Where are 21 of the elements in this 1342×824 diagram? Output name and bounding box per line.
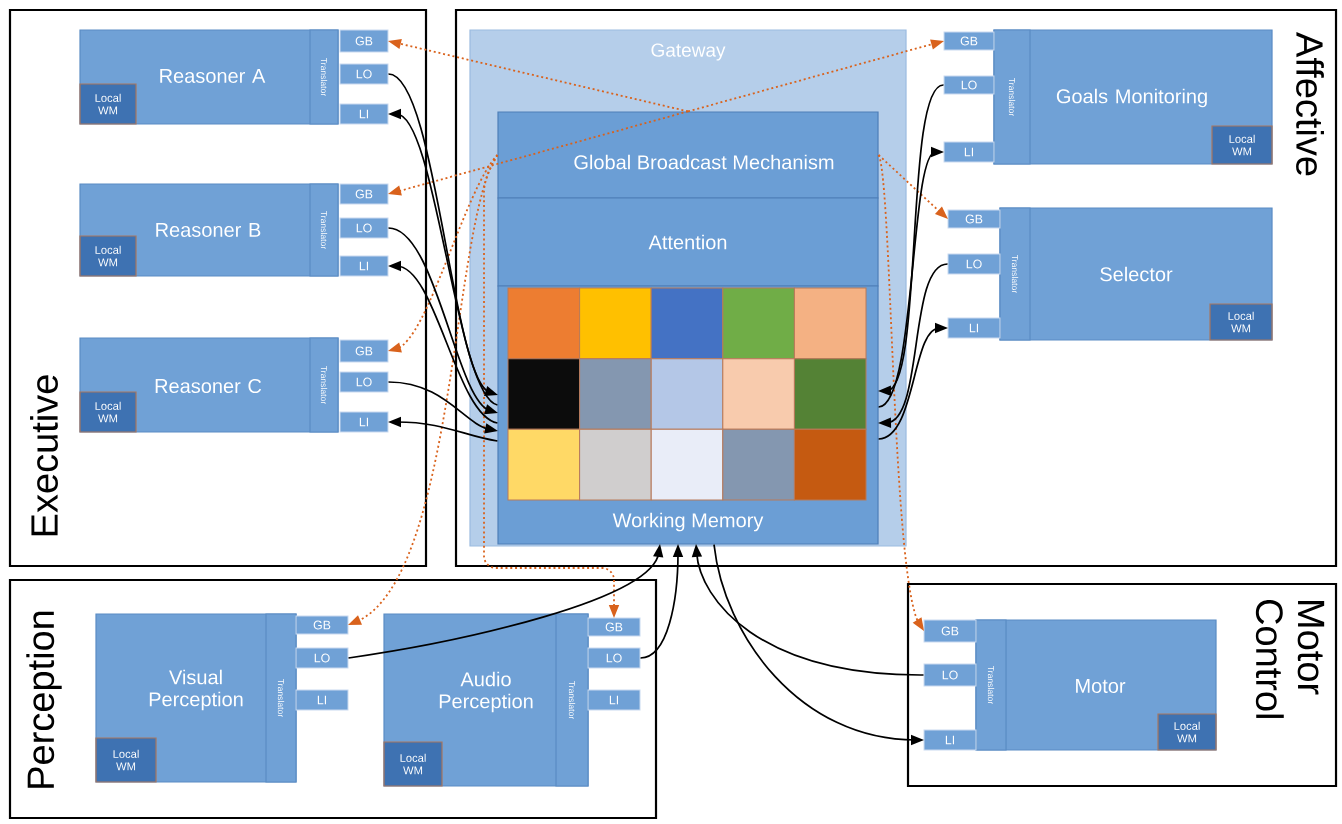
dotted-arrow xyxy=(388,38,689,113)
dotted-arrow xyxy=(388,110,689,196)
arrow xyxy=(347,544,664,659)
band-box: Attention xyxy=(497,197,879,287)
dotted-arrow xyxy=(877,154,948,219)
arrow xyxy=(388,416,499,442)
dotted-arrow xyxy=(388,154,499,353)
dotted-arrow xyxy=(483,154,620,618)
arrow xyxy=(639,544,684,659)
dotted-arrow xyxy=(877,154,924,631)
dotted-arrow xyxy=(687,39,944,113)
arrow xyxy=(877,322,948,440)
arrow xyxy=(713,543,924,746)
arrow xyxy=(388,260,499,424)
arrow xyxy=(387,227,498,415)
arrow xyxy=(878,263,949,428)
arrow xyxy=(878,84,945,396)
arrow xyxy=(387,381,498,434)
arrow xyxy=(691,544,925,676)
arrow xyxy=(877,146,944,408)
band-box: Global Broadcast Mechanism xyxy=(497,111,879,199)
